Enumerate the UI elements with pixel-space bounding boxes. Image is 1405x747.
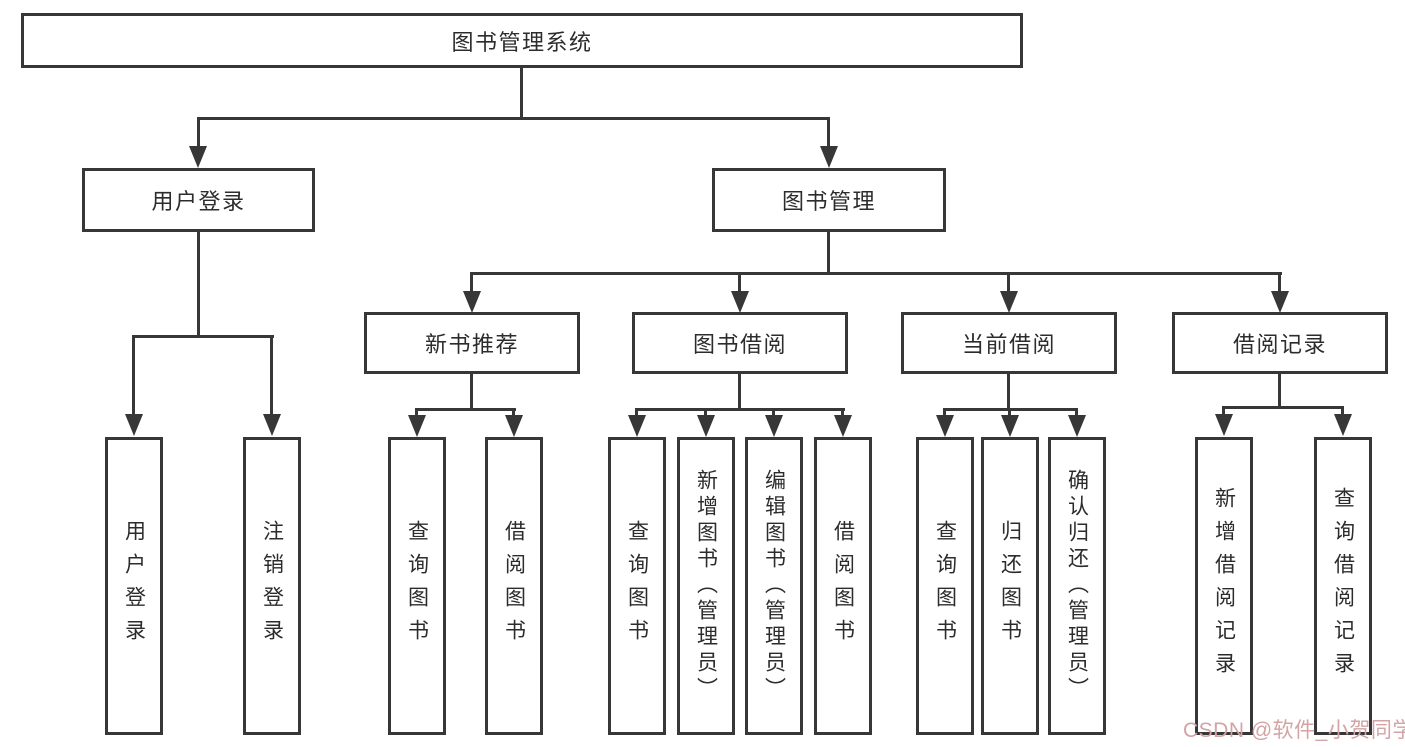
- connector: [1007, 373, 1010, 410]
- connector: [132, 335, 135, 416]
- arrowhead-icon: [1068, 415, 1086, 437]
- leaf-newbooks-borrow: 借阅图书: [485, 437, 543, 735]
- arrowhead-icon: [1215, 414, 1233, 436]
- arrowhead-icon: [408, 415, 426, 437]
- connector: [470, 272, 1282, 275]
- connector: [415, 408, 418, 416]
- leaf-records-add: 新增借阅记录: [1195, 437, 1253, 735]
- connector: [520, 67, 523, 118]
- leaf-current-confirm-admin: 确认归还（管理员）: [1048, 437, 1106, 735]
- connector: [704, 408, 707, 416]
- node-book-borrow-label: 图书借阅: [692, 332, 787, 357]
- connector: [738, 373, 741, 410]
- connector: [270, 335, 273, 416]
- connector: [772, 408, 775, 416]
- leaf-borrow-query: 查询图书: [608, 437, 666, 735]
- connector: [512, 408, 515, 416]
- connector: [470, 272, 473, 293]
- connector: [943, 408, 946, 416]
- leaf-user-login: 用户登录: [105, 437, 163, 735]
- leaf-newbooks-query: 查询图书: [388, 437, 446, 735]
- node-current-borrow-label: 当前借阅: [961, 332, 1056, 357]
- leaf-records-add-label: 新增借阅记录: [1212, 487, 1236, 685]
- arrowhead-icon: [731, 291, 749, 313]
- arrowhead-icon: [765, 415, 783, 437]
- leaf-borrow-query-label: 查询图书: [625, 520, 649, 652]
- leaf-borrow-borrow-label: 借阅图书: [831, 520, 855, 652]
- leaf-records-query: 查询借阅记录: [1314, 437, 1372, 735]
- node-user-login-label: 用户登录: [151, 189, 246, 214]
- arrowhead-icon: [189, 146, 207, 168]
- arrowhead-icon: [628, 415, 646, 437]
- arrowhead-icon: [125, 414, 143, 436]
- connector: [841, 408, 844, 416]
- node-borrow-records-label: 借阅记录: [1232, 332, 1327, 357]
- leaf-logout-label: 注销登录: [260, 520, 284, 652]
- connector: [197, 117, 830, 120]
- node-new-books: 新书推荐: [364, 312, 580, 374]
- connector: [1075, 408, 1078, 416]
- node-book-borrow: 图书借阅: [632, 312, 848, 374]
- leaf-borrow-edit-admin-label: 编辑图书（管理员）: [762, 469, 786, 703]
- connector: [1341, 406, 1344, 415]
- connector: [197, 117, 200, 148]
- arrowhead-icon: [834, 415, 852, 437]
- connector: [635, 408, 845, 411]
- node-book-management-label: 图书管理: [781, 189, 876, 214]
- connector: [470, 373, 473, 410]
- connector: [1222, 406, 1225, 415]
- leaf-borrow-add-admin: 新增图书（管理员）: [677, 437, 735, 735]
- connector: [415, 408, 516, 411]
- connector: [1278, 272, 1281, 293]
- connector: [1278, 374, 1281, 408]
- arrowhead-icon: [263, 414, 281, 436]
- leaf-user-login-label: 用户登录: [122, 520, 146, 652]
- arrowhead-icon: [463, 291, 481, 313]
- arrowhead-icon: [820, 146, 838, 168]
- connector: [1008, 408, 1011, 416]
- leaf-current-query-label: 查询图书: [933, 520, 957, 652]
- leaf-records-query-label: 查询借阅记录: [1331, 487, 1355, 685]
- connector: [1007, 272, 1010, 293]
- csdn-watermark: CSDN @软件_小贺同学: [1183, 719, 1405, 742]
- leaf-newbooks-borrow-label: 借阅图书: [502, 520, 526, 652]
- node-borrow-records: 借阅记录: [1172, 312, 1388, 374]
- leaf-current-return-label: 归还图书: [998, 520, 1022, 652]
- connector: [827, 117, 830, 148]
- connector: [738, 272, 741, 293]
- arrowhead-icon: [936, 415, 954, 437]
- node-root: 图书管理系统: [21, 13, 1023, 68]
- leaf-borrow-edit-admin: 编辑图书（管理员）: [745, 437, 803, 735]
- node-current-borrow: 当前借阅: [901, 312, 1117, 374]
- node-new-books-label: 新书推荐: [424, 332, 519, 357]
- arrowhead-icon: [505, 415, 523, 437]
- arrowhead-icon: [1271, 291, 1289, 313]
- leaf-logout: 注销登录: [243, 437, 301, 735]
- arrowhead-icon: [1000, 291, 1018, 313]
- connector: [197, 231, 200, 337]
- leaf-borrow-borrow: 借阅图书: [814, 437, 872, 735]
- connector: [827, 231, 830, 274]
- connector: [635, 408, 638, 416]
- node-root-label: 图书管理系统: [451, 29, 593, 55]
- connector: [132, 335, 274, 338]
- arrowhead-icon: [1334, 414, 1352, 436]
- connector: [1222, 406, 1344, 409]
- arrowhead-icon: [1001, 415, 1019, 437]
- node-book-management: 图书管理: [712, 168, 946, 232]
- leaf-newbooks-query-label: 查询图书: [405, 520, 429, 652]
- leaf-current-return: 归还图书: [981, 437, 1039, 735]
- leaf-current-query: 查询图书: [916, 437, 974, 735]
- leaf-borrow-add-admin-label: 新增图书（管理员）: [694, 469, 718, 703]
- arrowhead-icon: [697, 415, 715, 437]
- node-user-login: 用户登录: [82, 168, 315, 232]
- leaf-current-confirm-admin-label: 确认归还（管理员）: [1065, 469, 1089, 703]
